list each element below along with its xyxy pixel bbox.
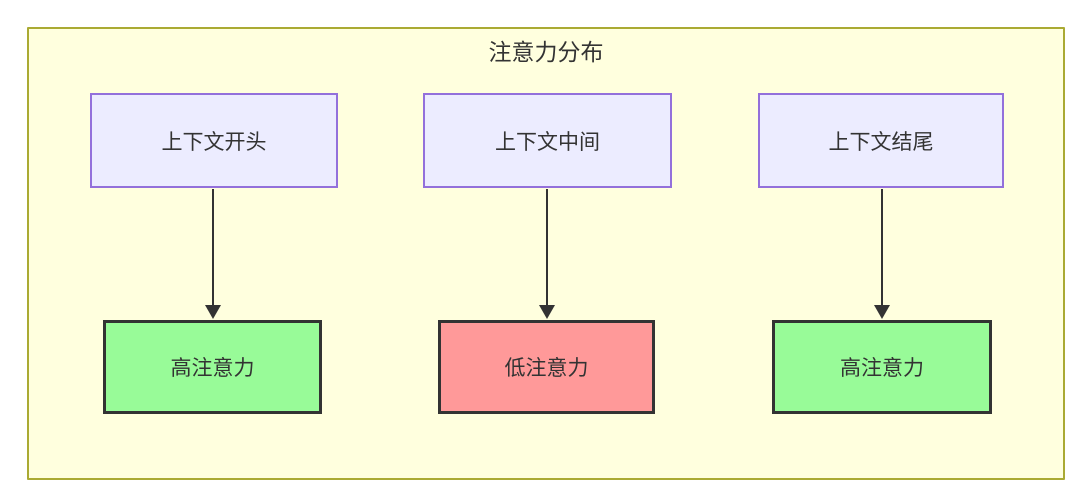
node-attention-high-1-label: 高注意力: [170, 357, 255, 380]
node-context-end-label: 上下文结尾: [828, 130, 934, 154]
node-attention-low-label: 低注意力: [504, 357, 589, 380]
node-context-start-label: 上下文开头: [161, 130, 267, 154]
cluster-title: 注意力分布: [488, 39, 604, 65]
node-context-end: 上下文结尾: [758, 93, 1004, 188]
node-context-middle: 上下文中间: [423, 93, 672, 188]
node-attention-high-2-label: 高注意力: [840, 357, 924, 380]
node-attention-high-2: 高注意力: [772, 320, 992, 414]
node-attention-high-1: 高注意力: [103, 320, 322, 414]
node-context-start: 上下文开头: [90, 93, 338, 188]
node-attention-low: 低注意力: [438, 320, 655, 414]
node-context-middle-label: 上下文中间: [495, 130, 600, 154]
